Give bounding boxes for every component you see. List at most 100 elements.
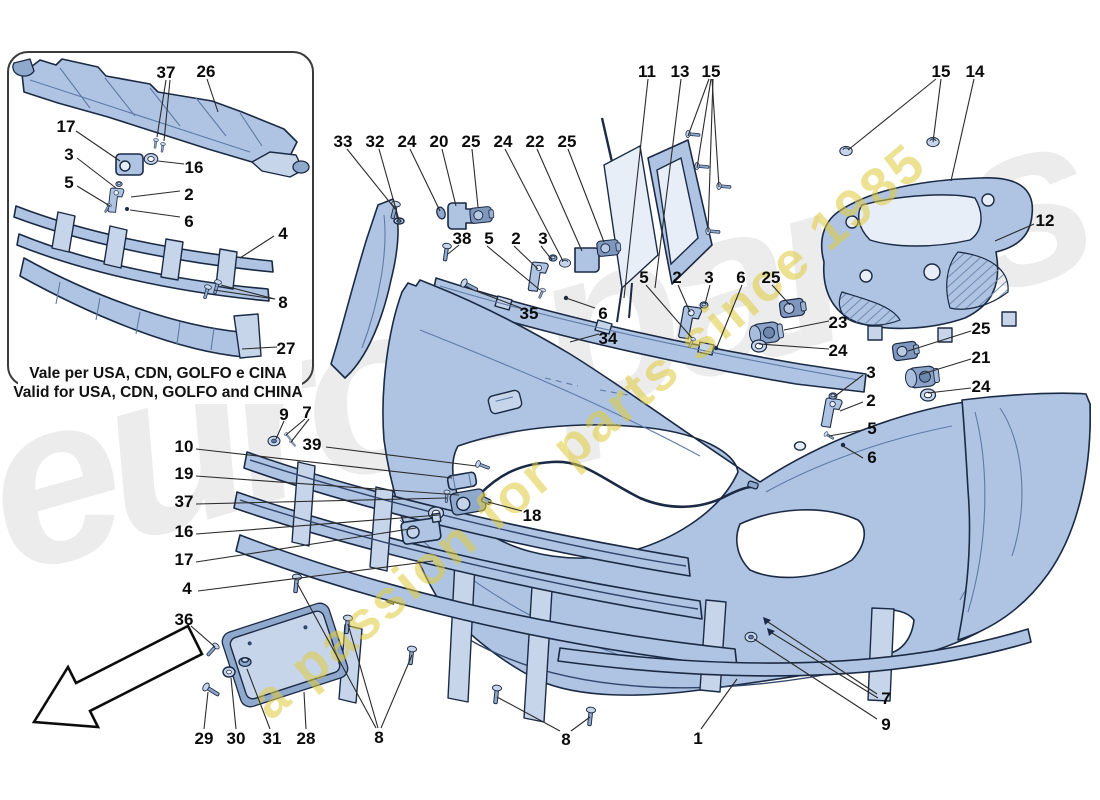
- leader-line: [378, 148, 400, 221]
- leader-line: [487, 501, 523, 512]
- leader-line: [536, 148, 583, 252]
- callout-label: 34: [599, 329, 618, 348]
- leader-line: [206, 78, 219, 113]
- direction-arrow-icon: [31, 624, 204, 729]
- leader-line: [195, 448, 453, 479]
- leader-line: [707, 78, 714, 233]
- leader-line: [76, 157, 117, 189]
- leader-line: [447, 244, 460, 255]
- camera-body: [449, 488, 487, 516]
- callout-label: 8: [374, 728, 383, 747]
- leader-line: [623, 78, 649, 299]
- callout-label: 32: [366, 132, 385, 151]
- callout-label: 1: [693, 729, 702, 748]
- leader-line: [839, 401, 864, 412]
- leader-line: [847, 78, 937, 151]
- side-flap: [330, 198, 399, 379]
- leader-line: [687, 78, 710, 137]
- region-note: Vale per USA, CDN, GOLFO e CINA Valid fo…: [13, 365, 302, 401]
- callout-label: 15: [932, 62, 951, 81]
- callout-label: 5: [64, 173, 73, 192]
- callout-label: 23: [829, 313, 848, 332]
- callout-label: 12: [1036, 211, 1055, 230]
- inset-box: Vale per USA, CDN, GOLFO e CINA Valid fo…: [7, 51, 314, 404]
- leader-line: [540, 245, 553, 261]
- callout-label: 20: [430, 132, 449, 151]
- leader-line: [409, 148, 441, 212]
- callout-label: 21: [972, 348, 991, 367]
- callout-label: 7: [302, 403, 311, 422]
- callout-label: 3: [704, 268, 713, 287]
- leader-line: [157, 160, 185, 165]
- callout-label: 6: [736, 268, 745, 287]
- callout-label: 36: [175, 610, 194, 629]
- callout-label: 5: [639, 268, 648, 287]
- callout-label: 4: [182, 579, 192, 598]
- leader-line: [325, 446, 477, 467]
- leader-line: [75, 130, 121, 162]
- leader-line: [285, 418, 306, 436]
- leader-line: [753, 638, 878, 720]
- callout-label: 17: [175, 550, 194, 569]
- impact-bar-box: [19, 257, 262, 359]
- camera-group: [400, 460, 759, 545]
- leader-line: [704, 284, 711, 305]
- callout-label: 24: [494, 132, 513, 151]
- leader-line: [927, 387, 972, 394]
- leader-line: [771, 284, 791, 306]
- leader-line: [471, 148, 479, 208]
- leader-line: [246, 668, 271, 730]
- leader-line: [486, 245, 541, 291]
- leader-line: [711, 78, 720, 188]
- leader-line: [950, 78, 975, 182]
- callout-label: 33: [334, 132, 353, 151]
- callout-label: 13: [671, 62, 690, 81]
- leader-line: [828, 429, 864, 437]
- callout-label: 25: [762, 268, 781, 287]
- leader-line: [347, 623, 379, 729]
- leader-line: [346, 148, 397, 211]
- callout-label: 2: [184, 185, 193, 204]
- leader-line: [767, 621, 878, 695]
- leader-line: [918, 358, 972, 376]
- leader-line: [290, 418, 310, 443]
- leader-line: [190, 625, 216, 648]
- leader-line: [569, 333, 600, 343]
- callout-label: 29: [195, 729, 214, 748]
- leader-line: [654, 78, 682, 289]
- leader-line: [303, 691, 307, 730]
- leader-line: [230, 677, 237, 730]
- leader-line: [496, 696, 561, 732]
- leader-line: [570, 716, 591, 732]
- callout-label: 24: [972, 377, 991, 396]
- callout-label: 31: [263, 729, 282, 748]
- leader-line: [504, 148, 564, 262]
- leader-line: [842, 445, 864, 459]
- leader-line: [716, 284, 743, 348]
- leader-line: [156, 79, 167, 138]
- bracket-small: [102, 153, 159, 214]
- callout-label: 2: [672, 268, 681, 287]
- leader-line: [783, 320, 830, 331]
- note-mask: [18, 360, 302, 404]
- callout-label: 2: [866, 391, 875, 410]
- callout-label: 25: [558, 132, 577, 151]
- callout-label: 28: [297, 729, 316, 748]
- leader-line: [195, 527, 417, 563]
- leader-line: [932, 78, 942, 143]
- callout-label: 7: [881, 689, 890, 708]
- callout-label: 35: [520, 304, 539, 323]
- callout-label: 8: [561, 730, 570, 749]
- leader-line: [771, 632, 879, 699]
- leader-line: [700, 678, 738, 730]
- leader-line: [163, 79, 171, 142]
- leader-line: [275, 420, 285, 440]
- callout-label: 4: [278, 224, 288, 243]
- dart-screws: [763, 617, 775, 636]
- callout-label: 6: [184, 212, 193, 231]
- callout-label: 17: [57, 117, 76, 136]
- callout-label: 30: [227, 729, 246, 748]
- callout-label: 18: [523, 506, 542, 525]
